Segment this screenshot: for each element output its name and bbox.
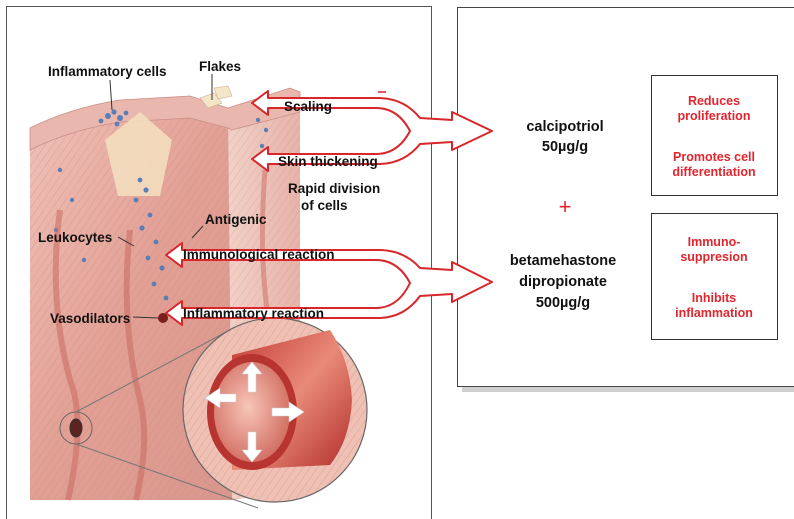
drug1-dose: 50µg/g: [542, 139, 588, 155]
label-immunological-reaction: Immunological reaction: [183, 247, 335, 262]
label-inflammatory-cells: Inflammatory cells: [48, 64, 167, 79]
label-skin-thickening: Skin thickening: [278, 154, 378, 169]
drug2-dose: 500µg/g: [536, 295, 590, 311]
effect-promotes-cell: Promotes cell: [673, 150, 755, 164]
magnified-vessel: [183, 318, 367, 502]
label-antigenic: Antigenic: [205, 212, 267, 227]
effect-reduces: Reduces: [688, 94, 740, 108]
label-inflammatory-reaction: Inflammatory reaction: [183, 306, 324, 321]
label-scaling: Scaling: [284, 99, 332, 114]
drug2-name-line2: dipropionate: [519, 274, 607, 290]
label-rapid-division-line2: of cells: [301, 198, 348, 213]
effect-immuno: Immuno-: [688, 235, 741, 249]
drug1-name: calcipotriol: [526, 119, 603, 135]
label-rapid-division-line1: Rapid division: [288, 181, 380, 196]
effect-proliferation: proliferation: [678, 109, 751, 123]
effect-inhibits: Inhibits: [692, 291, 736, 305]
label-leukocytes: Leukocytes: [38, 230, 112, 245]
effect-suppresion: suppresion: [680, 250, 747, 264]
label-flakes: Flakes: [199, 59, 241, 74]
plus-sign: +: [559, 194, 572, 219]
drug2-name-line1: betamehastone: [510, 253, 616, 269]
label-vasodilators: Vasodilators: [50, 311, 130, 326]
effect-differentiation: differentiation: [672, 165, 755, 179]
effect-inflammation: inflammation: [675, 306, 753, 320]
small-vessel-section: [70, 419, 82, 437]
effect-box-betamethasone: [652, 214, 778, 340]
